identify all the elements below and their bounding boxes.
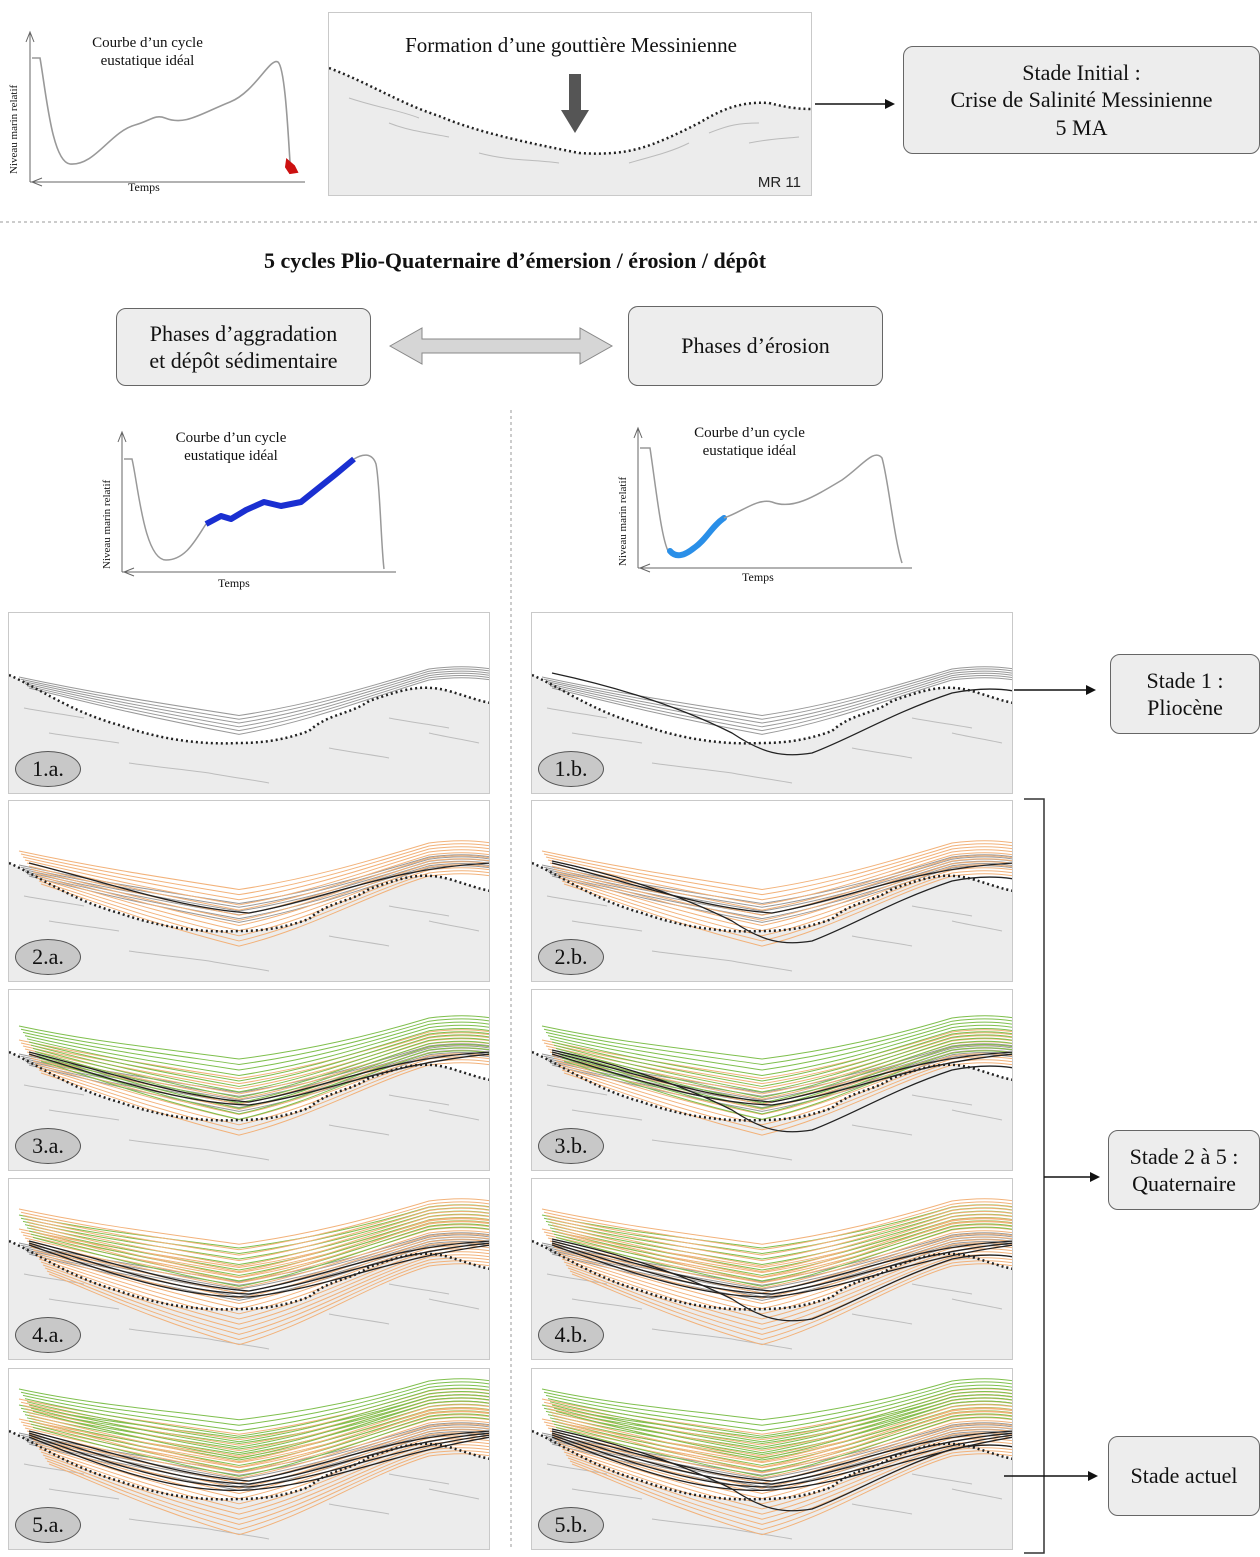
erosion-phase-box: Phases d’érosion <box>628 306 883 386</box>
arrow-stage25 <box>1044 1172 1100 1182</box>
cross-section-3a: 3.a. <box>8 989 490 1171</box>
section-profile <box>532 1198 1012 1359</box>
top-curve-svg <box>25 30 305 187</box>
cross-section-2a: 2.a. <box>8 800 490 982</box>
aggradation-y-axis-label: Niveau marin relatif <box>101 479 113 569</box>
panel-label: 5.a. <box>15 1507 81 1543</box>
section-profile <box>9 840 489 981</box>
cross-section-4b: 4.b. <box>531 1178 1013 1360</box>
section-title: 5 cycles Plio-Quaternaire d’émersion / é… <box>263 248 767 273</box>
stage25-box: Stade 2 à 5 : Quaternaire <box>1108 1130 1260 1210</box>
erosion-curve-title: Courbe d’un cycle eustatique idéal <box>694 425 805 459</box>
stage-now-box: Stade actuel <box>1108 1436 1260 1516</box>
top-y-axis-label: Niveau marin relatif <box>8 84 20 174</box>
messinian-panel: Formation d’une gouttière Messinienne MR… <box>328 12 812 196</box>
panel-label: 1.a. <box>15 751 81 787</box>
arrow-stage-now <box>1004 1471 1098 1481</box>
messinian-panel-title: Formation d’une gouttière Messinienne <box>405 33 737 57</box>
cross-section-1a: 1.a. <box>8 612 490 794</box>
aggradation-curve-title: Courbe d’un cycle eustatique idéal <box>175 430 287 464</box>
section-profile <box>532 1015 1012 1170</box>
top-eustatic-curve: Courbe d’un cycle eustatique idéal Nivea… <box>0 22 320 197</box>
section-profile <box>532 1378 1012 1549</box>
arrow-stage1 <box>1014 685 1096 695</box>
section-profile <box>532 666 1012 793</box>
panel-label: 4.b. <box>538 1317 604 1353</box>
cross-section-5b: 5.b. <box>531 1368 1013 1550</box>
aggradation-x-axis-label: Temps <box>218 576 250 590</box>
section-profile <box>9 1015 489 1170</box>
top-x-axis-label: Temps <box>128 180 160 194</box>
aggradation-curve: Courbe d’un cycle eustatique idéal Nivea… <box>96 424 406 594</box>
messinian-panel-tag: MR 11 <box>757 174 801 191</box>
erosion-x-axis-label: Temps <box>742 570 774 584</box>
section-profile <box>9 666 489 793</box>
messinian-profile <box>329 66 811 195</box>
erosion-curve: Courbe d’un cycle eustatique idéal Nivea… <box>612 418 922 588</box>
cross-section-5a: 5.a. <box>8 1368 490 1550</box>
aggradation-highlight <box>204 456 356 527</box>
erosion-y-axis-label: Niveau marin relatif <box>617 476 629 566</box>
panel-label: 2.b. <box>538 939 604 975</box>
panel-label: 3.b. <box>538 1128 604 1164</box>
cross-section-3b: 3.b. <box>531 989 1013 1171</box>
section-profile <box>532 840 1012 981</box>
arrow-to-initial-stage <box>815 99 895 109</box>
section-profile <box>9 1198 489 1359</box>
cross-section-1b: 1.b. <box>531 612 1013 794</box>
initial-stage-box: Stade Initial : Crise de Salinité Messin… <box>903 46 1260 154</box>
cross-section-4a: 4.a. <box>8 1178 490 1360</box>
erosion-highlight <box>667 515 727 559</box>
double-arrow <box>388 327 614 365</box>
panel-label: 1.b. <box>538 751 604 787</box>
panel-label: 2.a. <box>15 939 81 975</box>
aggradation-curve-svg <box>117 430 396 577</box>
section-profile <box>9 1378 489 1549</box>
erosion-curve-svg <box>633 426 912 573</box>
panel-label: 5.b. <box>538 1507 604 1543</box>
section-divider <box>0 221 1260 223</box>
panel-label: 4.a. <box>15 1317 81 1353</box>
stage1-box: Stade 1 : Pliocène <box>1110 654 1260 734</box>
aggradation-phase-box: Phases d’aggradation et dépôt sédimentai… <box>116 308 371 386</box>
cross-section-2b: 2.b. <box>531 800 1013 982</box>
panel-label: 3.a. <box>15 1128 81 1164</box>
column-divider <box>510 410 512 1550</box>
messinian-highlight <box>284 158 299 175</box>
top-curve-title: Courbe d’un cycle eustatique idéal <box>92 35 203 69</box>
